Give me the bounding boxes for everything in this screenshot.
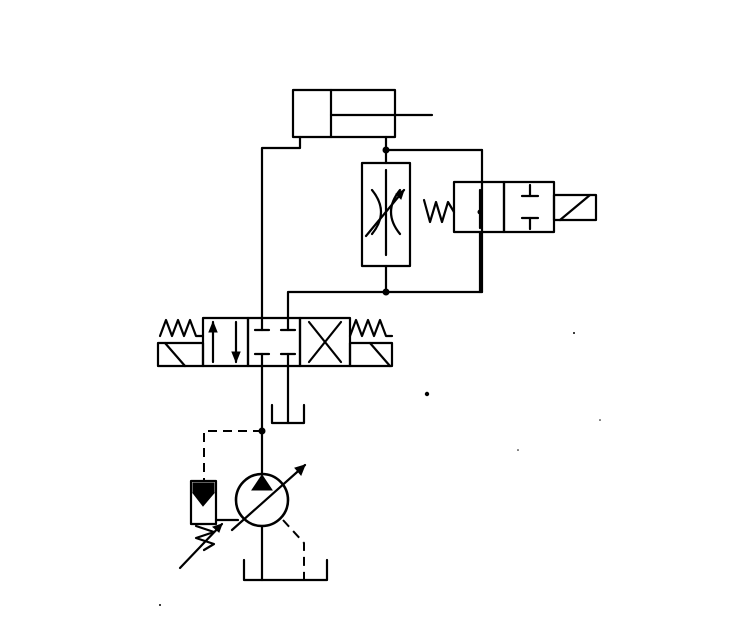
- tank-icon: [242, 558, 329, 582]
- scan-specks: [159, 332, 601, 606]
- valve-return-lines: [258, 364, 306, 435]
- right-spring-icon: [348, 318, 394, 338]
- tank-icon: [270, 403, 306, 425]
- left-solenoid-icon: [156, 341, 205, 368]
- left-spring-icon: [158, 318, 205, 338]
- cylinder-lines: [260, 135, 484, 320]
- variable-pump: [230, 429, 329, 582]
- relief-pilot-line: [203, 430, 262, 481]
- solenoid-icon: [552, 193, 598, 222]
- solenoid-2-2-valve: [422, 180, 598, 294]
- spring-icon: [422, 198, 456, 224]
- directional-valve-4-3: [156, 316, 394, 368]
- throttle-valve: [360, 148, 412, 294]
- relief-valve: [178, 479, 240, 570]
- hydraulic-cylinder: [291, 88, 434, 139]
